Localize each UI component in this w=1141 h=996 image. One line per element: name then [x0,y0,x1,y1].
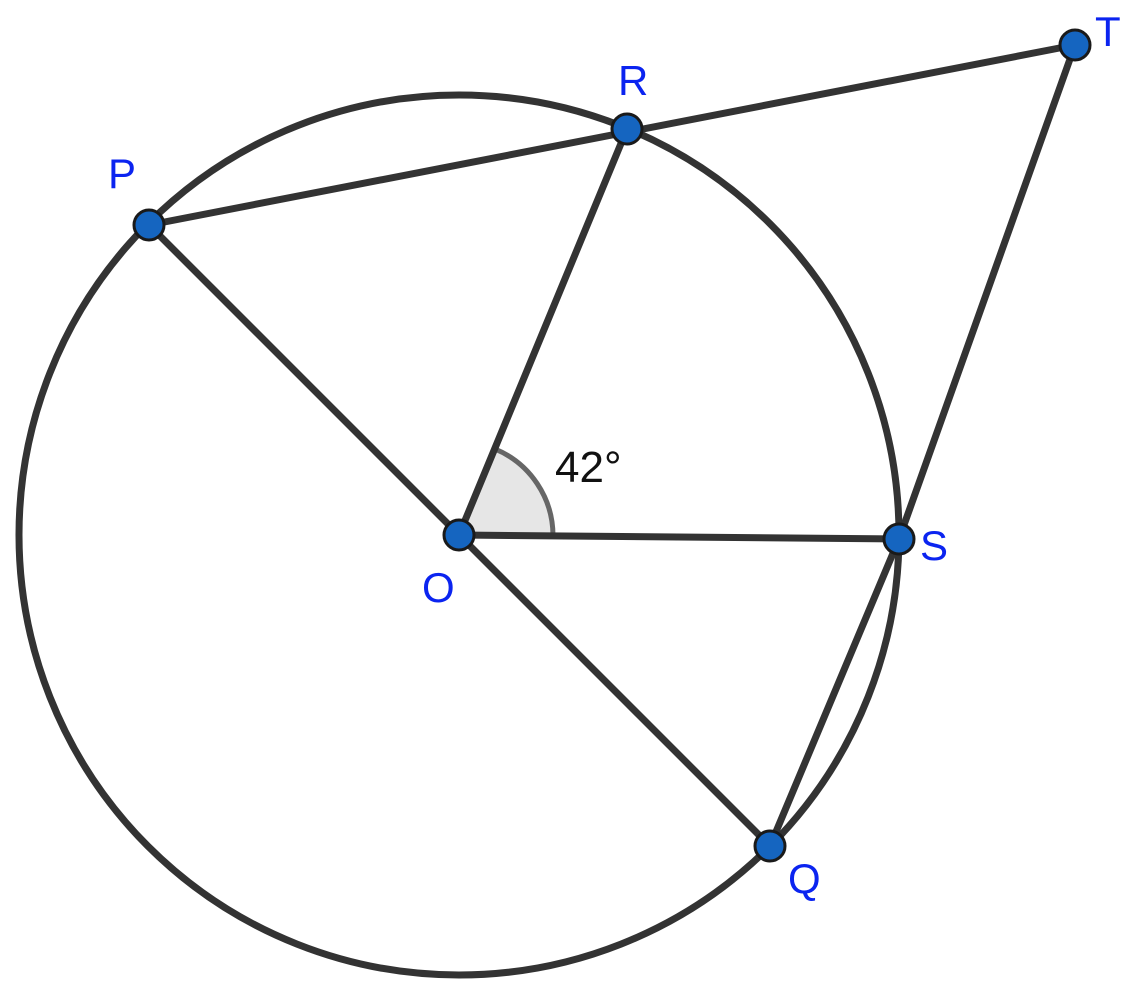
point-t [1058,28,1092,62]
segment-or [455,125,631,539]
point-s [882,522,916,556]
segment-po [145,221,463,539]
segment-oq [455,531,774,850]
angle-ros-shade [459,449,554,536]
label-t: T [1095,8,1121,55]
label-p: P [108,150,136,197]
label-r: R [618,57,648,104]
segment-ts [895,41,1079,543]
label-s: S [920,522,948,569]
angle-ros-arc [494,446,556,537]
segment-sq [766,535,903,850]
point-o [442,518,476,552]
segment-os [455,531,903,543]
label-o: O [422,564,455,611]
point-r [610,112,644,146]
point-p [132,208,166,242]
angle-label: 42° [555,443,622,492]
label-q: Q [788,855,821,902]
point-q [753,829,787,863]
